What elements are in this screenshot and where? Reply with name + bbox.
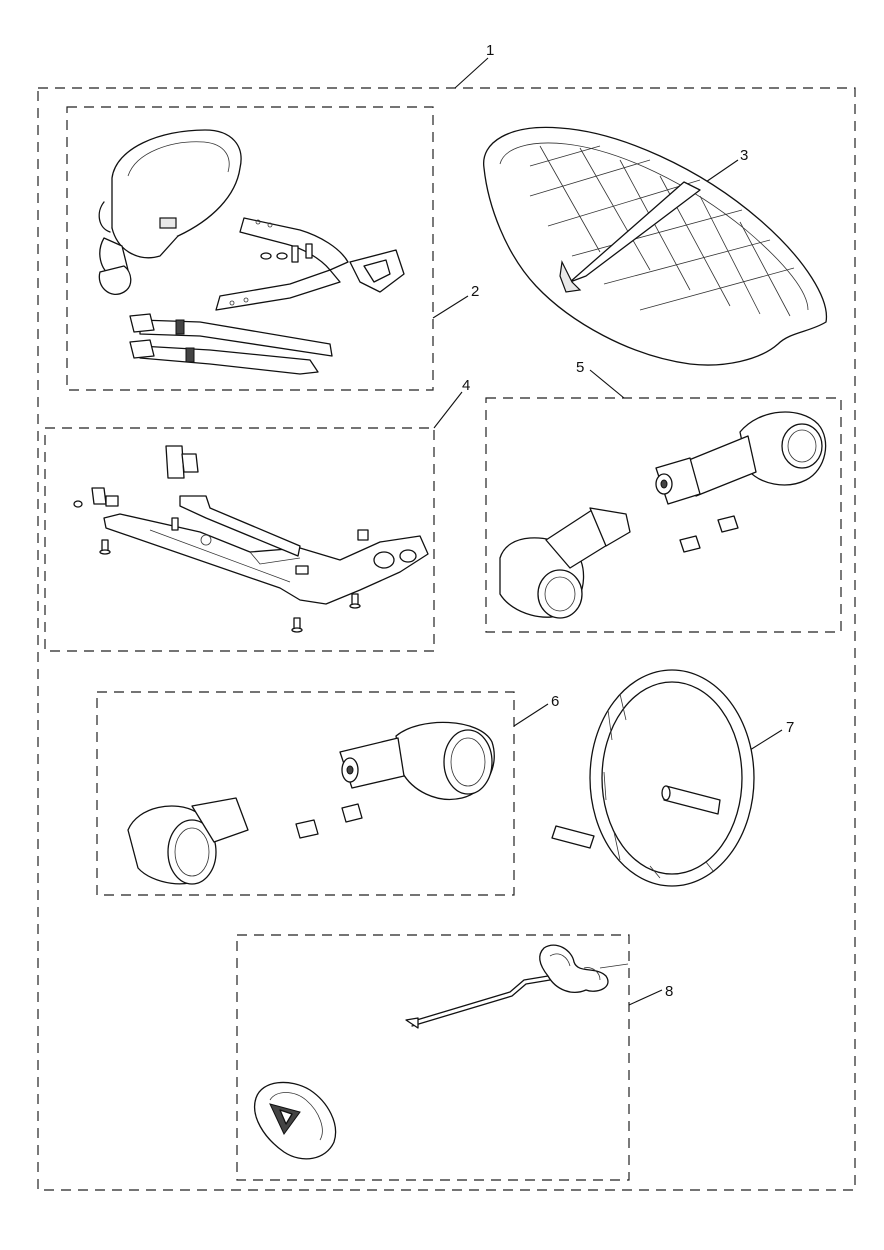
indicator-pair-icon (499, 411, 827, 619)
quilted-seat-icon (483, 126, 828, 366)
tank-bag-icon (98, 129, 405, 375)
leader-line-1 (454, 57, 489, 89)
group-box-4 (44, 427, 435, 652)
callout-7: 7 (786, 719, 794, 736)
callout-3: 3 (740, 147, 748, 164)
headlight-ring-icon (551, 669, 755, 887)
leader-line-7 (749, 729, 783, 751)
callout-1: 1 (486, 42, 494, 59)
leader-line-8 (628, 989, 663, 1006)
callout-4: 4 (462, 377, 470, 394)
kit-boundary (37, 87, 856, 1191)
group-box-2 (66, 106, 434, 391)
callout-8: 8 (665, 983, 673, 1000)
callout-5: 5 (576, 359, 584, 376)
callout-6: 6 (551, 693, 559, 710)
key-fob-icon (254, 944, 629, 1160)
leader-line-6 (513, 703, 549, 727)
group-box-8 (236, 934, 630, 1181)
indicator-pair-icon (127, 721, 495, 885)
leader-line-5 (589, 369, 625, 399)
group-box-5 (485, 397, 842, 633)
callout-2: 2 (471, 283, 479, 300)
leader-line-2 (432, 295, 469, 319)
group-box-6 (96, 691, 515, 896)
leader-line-4 (433, 391, 463, 429)
mounting-bracket-icon (73, 445, 429, 633)
